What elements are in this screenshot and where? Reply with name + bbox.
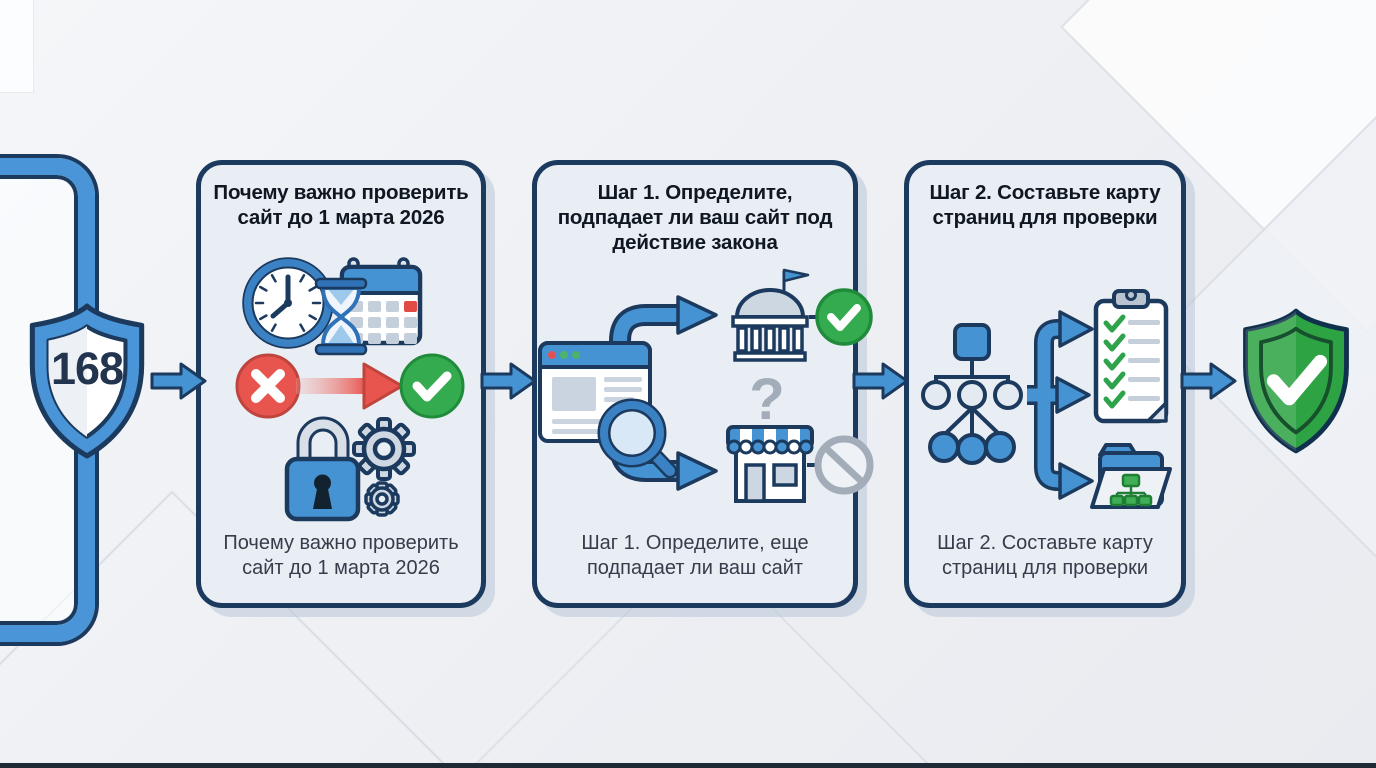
red-transition-arrow-icon bbox=[296, 362, 404, 410]
card-step-2-illustration bbox=[921, 289, 1172, 509]
prohibited-icon bbox=[814, 435, 874, 495]
check-circle-icon bbox=[815, 288, 873, 346]
card-caption: Шаг 1. Определите, еще подпадает ли ваш … bbox=[581, 532, 809, 579]
branch-arrows-icon bbox=[1027, 310, 1094, 500]
sitemap-icon bbox=[921, 323, 1023, 465]
clock-icon bbox=[242, 257, 334, 349]
background-decoration bbox=[0, 0, 34, 93]
card-caption: Почему важно проверить сайт до 1 марта 2… bbox=[223, 532, 459, 579]
flow-arrow-icon bbox=[1180, 362, 1237, 400]
shield-check-icon bbox=[1243, 308, 1349, 454]
law-168-shield: 168 bbox=[16, 300, 158, 462]
card-step-1-illustration bbox=[538, 268, 874, 503]
gear-icon bbox=[352, 417, 416, 481]
shop-icon bbox=[726, 425, 814, 503]
cross-circle-icon bbox=[235, 353, 301, 419]
bottom-edge-bar bbox=[0, 763, 1376, 768]
checklist-clipboard-icon bbox=[1093, 289, 1169, 424]
card-title: Шаг 2. Составьте карту страниц для прове… bbox=[929, 181, 1161, 229]
card-title: Почему важно проверить сайт до 1 марта 2… bbox=[213, 181, 469, 229]
card-step-2: Шаг 2. Составьте карту страниц для прове… bbox=[904, 160, 1186, 608]
browser-search-icon bbox=[538, 341, 678, 479]
result-shield bbox=[1230, 306, 1362, 458]
card-why-check-illustration bbox=[235, 257, 465, 522]
card-step-1: Шаг 1. Определите, подпадает ли ваш сайт… bbox=[532, 160, 874, 608]
card-title: Шаг 1. Определите, подпадает ли ваш сайт… bbox=[557, 181, 833, 254]
card-why-check: Почему важно проверить сайт до 1 марта 2… bbox=[196, 160, 486, 608]
question-mark: ? bbox=[749, 367, 785, 432]
card-caption: Шаг 2. Составьте карту страниц для прове… bbox=[937, 532, 1153, 579]
shield-number: 168 bbox=[50, 343, 124, 394]
hourglass-icon bbox=[314, 277, 368, 356]
padlock-icon bbox=[284, 416, 361, 522]
flow-arrow-icon bbox=[150, 362, 207, 400]
check-circle-icon bbox=[399, 353, 465, 419]
folder-sitemap-icon bbox=[1090, 443, 1172, 509]
flow-arrow-icon bbox=[852, 362, 909, 400]
shield-icon bbox=[29, 303, 145, 459]
government-building-icon bbox=[731, 268, 810, 362]
flow-arrow-icon bbox=[480, 362, 537, 400]
small-gear-icon bbox=[364, 481, 400, 517]
magnifier-icon bbox=[597, 398, 678, 479]
